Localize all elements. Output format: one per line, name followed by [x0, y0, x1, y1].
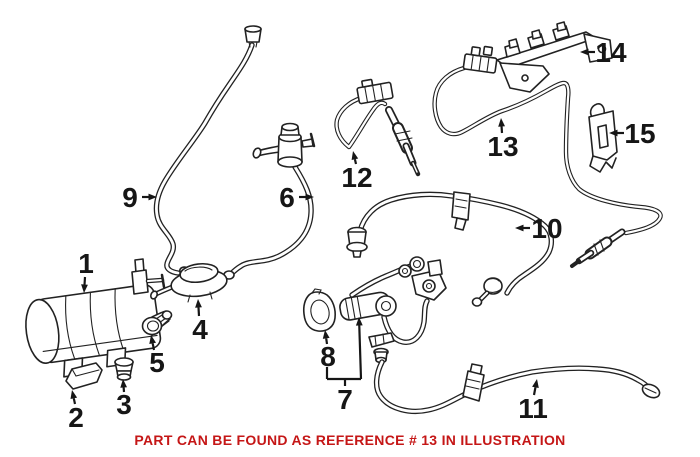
vent-line-10-drawing — [346, 191, 551, 307]
bracket-14-drawing — [496, 21, 613, 93]
callout-ref-13: 13 — [487, 118, 519, 162]
ref-number-15: 15 — [624, 118, 655, 149]
oxygen-sensor-12-drawing — [337, 78, 421, 177]
ref-number-12: 12 — [341, 162, 372, 193]
diagram-caption: PART CAN BE FOUND AS REFERENCE # 13 IN I… — [134, 432, 566, 448]
callout-ref-4: 4 — [192, 299, 208, 345]
ref-number-9: 9 — [122, 182, 138, 213]
valve-4-drawing — [149, 262, 228, 303]
ref-number-11: 11 — [518, 393, 548, 424]
callout-ref-11: 11 — [518, 379, 548, 424]
ref-number-3: 3 — [116, 389, 132, 420]
grommet-3-drawing — [114, 357, 134, 381]
valve-assembly-7-drawing — [339, 256, 447, 364]
valve-hose-6-drawing — [223, 122, 316, 280]
buffer-pad-2-drawing — [65, 362, 103, 390]
callout-ref-1: 1 — [78, 248, 94, 293]
vent-pipe-11-drawing — [377, 362, 661, 411]
ref-number-8: 8 — [320, 341, 336, 372]
ref-number-2: 2 — [68, 402, 84, 433]
callout-ref-6: 6 — [279, 182, 314, 213]
callout-ref-7: 7 — [325, 317, 363, 415]
ref-number-14: 14 — [595, 37, 627, 68]
callout-ref-5: 5 — [149, 335, 165, 378]
charcoal-canister-1-drawing — [25, 258, 166, 378]
callout-ref-15: 15 — [609, 118, 656, 149]
vent-hose-9-drawing — [156, 25, 262, 278]
callout-ref-10: 10 — [515, 213, 563, 244]
ref-number-10: 10 — [531, 213, 562, 244]
ref-number-6: 6 — [279, 182, 295, 213]
callout-ref-3: 3 — [116, 379, 132, 420]
plug-5-drawing — [141, 310, 173, 336]
ref-number-13: 13 — [487, 131, 518, 162]
ref-number-7: 7 — [337, 384, 353, 415]
bracket-15-drawing — [588, 103, 618, 173]
callout-ref-14: 14 — [580, 37, 627, 68]
callout-ref-9: 9 — [122, 182, 157, 213]
ref-number-4: 4 — [192, 314, 208, 345]
callout-ref-12: 12 — [341, 151, 373, 193]
sensor-wire-13-drawing — [435, 45, 661, 268]
callout-ref-8: 8 — [320, 330, 336, 372]
ref-number-5: 5 — [149, 347, 165, 378]
ref-number-1: 1 — [78, 248, 94, 279]
seal-8-drawing — [302, 288, 336, 332]
callout-ref-2: 2 — [68, 390, 84, 433]
